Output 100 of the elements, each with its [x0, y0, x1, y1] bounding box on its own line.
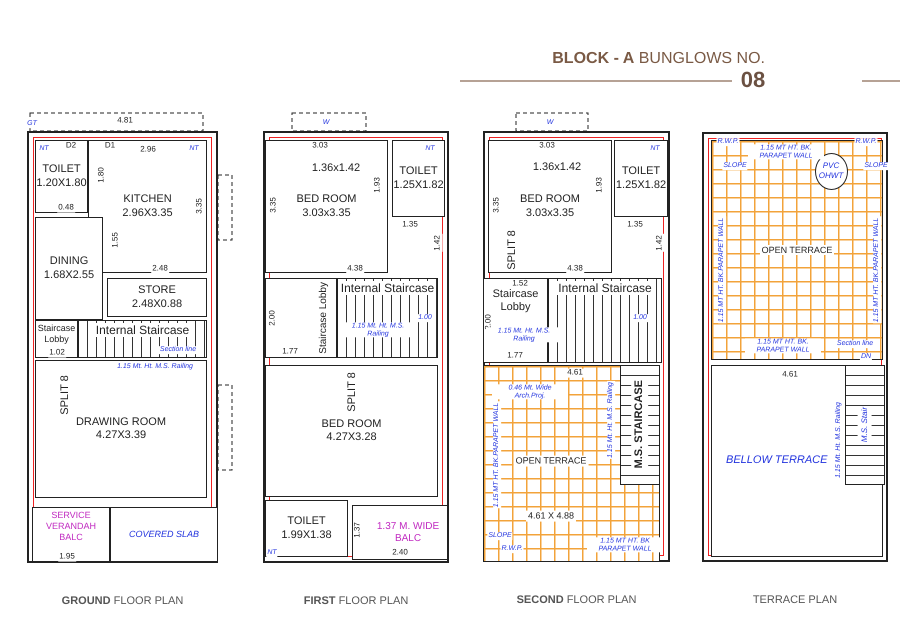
room-label: 4.61 X 4.88: [526, 510, 576, 522]
staircase-area: [548, 278, 662, 363]
room-label: 4.27X3.39: [96, 429, 146, 442]
dimension-text: 2.40: [391, 548, 409, 558]
dimension-text: 1.52: [511, 280, 529, 288]
room-label: DINING: [50, 255, 88, 268]
room-outline: [711, 365, 883, 557]
room-label: BALC: [59, 532, 83, 542]
room-label: KITCHEN: [123, 193, 172, 206]
room-outline: [265, 365, 438, 497]
room-label: DRAWING ROOM: [76, 416, 166, 429]
room-outline: [614, 140, 668, 217]
dimension-text: 4.61: [781, 370, 799, 380]
room-label: BED ROOM: [296, 193, 356, 206]
bungalow-number: 08: [740, 68, 766, 92]
room-label: 3.03x3.35: [526, 206, 574, 220]
dimension-text: 4.81: [116, 116, 134, 126]
water-tank-circle: [814, 152, 848, 190]
annotation-text: 1.36x1.42: [532, 160, 582, 174]
staircase-area: [78, 320, 207, 358]
dimension-text: 3.03: [538, 142, 556, 150]
room-label: TOILET: [287, 515, 326, 528]
room-label: TOILET: [42, 163, 81, 176]
dimension-text: 4.61: [566, 368, 584, 378]
room-outline: [265, 500, 348, 557]
dimension-text: 1.35: [626, 220, 644, 230]
room-outline: [35, 217, 103, 320]
room-label: M.S. Stair: [858, 406, 872, 442]
dimension-text: 1.02: [48, 348, 66, 358]
room-label: 1.68X2.55: [44, 268, 94, 282]
dimension-text: 3.35: [196, 197, 204, 215]
plan-caption: GROUND FLOOR PLAN: [60, 595, 184, 607]
dimension-text: 1.95: [58, 552, 76, 562]
dimension-text: 1.42: [656, 234, 664, 252]
dimension-text: 2.96: [139, 146, 157, 154]
dimension-text: 1.35: [401, 220, 419, 230]
dimension-text: 2.48: [151, 264, 169, 274]
room-label: PVC OHWT: [818, 161, 845, 181]
room-label: 4.27X3.28: [326, 431, 377, 444]
room-label: BED ROOM: [322, 418, 382, 431]
room-label: 1.99X1.38: [281, 528, 332, 542]
staircase-area: [844, 364, 884, 484]
room-outline: [352, 505, 448, 560]
page-title: BLOCK - A BUNGLOWS NO.: [552, 50, 765, 68]
room-outline: [110, 507, 218, 562]
dimension-text: 4.38: [566, 264, 584, 274]
dimension-text: 1.93: [596, 176, 604, 194]
dimension-text: 1.80: [98, 166, 106, 184]
room-label: Staircase Lobby: [36, 323, 76, 345]
room-outline: [32, 507, 110, 562]
dimension-text: 0.48: [57, 204, 75, 212]
annotation-text: SPLIT 8: [58, 374, 72, 416]
plan-caption: FIRST FLOOR PLAN: [302, 595, 410, 607]
plan-caption: TERRACE PLAN: [752, 594, 838, 606]
dimension-text: 1.37: [354, 521, 362, 539]
room-label: Internal Staircase: [94, 323, 192, 338]
room-outline: [392, 140, 445, 217]
annotation-text: SPLIT 8: [506, 229, 518, 271]
room-label: STORE: [138, 284, 176, 298]
room-label: Internal Staircase: [556, 281, 654, 296]
room-label: 3.03x3.35: [302, 206, 351, 220]
room-outline: [107, 278, 207, 317]
room-label: 1.37 M. WIDE BALC: [376, 520, 440, 544]
annotation-text: SPLIT 8: [346, 371, 358, 413]
room-label: SERVICE VERANDAH: [44, 510, 97, 532]
dimension-text: 1.42: [434, 234, 442, 252]
room-label: Staircase Lobby: [318, 282, 330, 354]
room-outline: [483, 365, 660, 562]
room-outline: [35, 360, 207, 498]
room-label: 2.96X3.35: [122, 206, 173, 220]
dimension-text: 1.93: [374, 176, 382, 194]
room-label: Staircase Lobby: [492, 288, 540, 314]
plan-caption: SECOND FLOOR PLAN: [516, 594, 638, 606]
room-label: TOILET: [399, 165, 438, 178]
room-label: TOILET: [622, 165, 660, 178]
room-label: BED ROOM: [520, 193, 580, 206]
dimension-text: 3.35: [270, 196, 278, 214]
annotation-text: 1.36x1.42: [310, 162, 362, 174]
dimension-text: 1.55: [112, 231, 120, 249]
dimension-text: 2.00: [268, 309, 278, 327]
room-label: OPEN TERRACE: [514, 456, 588, 466]
room-outline: [35, 320, 78, 358]
dimension-text: 1.77: [281, 348, 299, 356]
room-outline: [35, 140, 88, 213]
room-label: 1.20X1.80: [36, 176, 87, 190]
room-label: OPEN TERRACE: [760, 244, 834, 256]
room-outline: [265, 278, 337, 358]
dimension-text: 3.35: [492, 196, 502, 214]
room-outline: [265, 140, 388, 273]
room-label: Internal Staircase: [338, 281, 436, 296]
room-label: 1.25X1.82: [393, 178, 444, 192]
room-label: COVERED SLAB: [128, 529, 200, 540]
dimension-text: 4.38: [346, 264, 364, 274]
room-label: 2.48X0.88: [132, 298, 182, 311]
dimension-text: 3.03: [311, 142, 329, 150]
dimension-text: D1: [104, 142, 116, 150]
staircase-area: [620, 364, 660, 484]
room-outline: [488, 140, 612, 273]
room-label: M.S. STAIRCASE: [630, 380, 648, 469]
dimension-text: 1.77: [506, 352, 524, 360]
